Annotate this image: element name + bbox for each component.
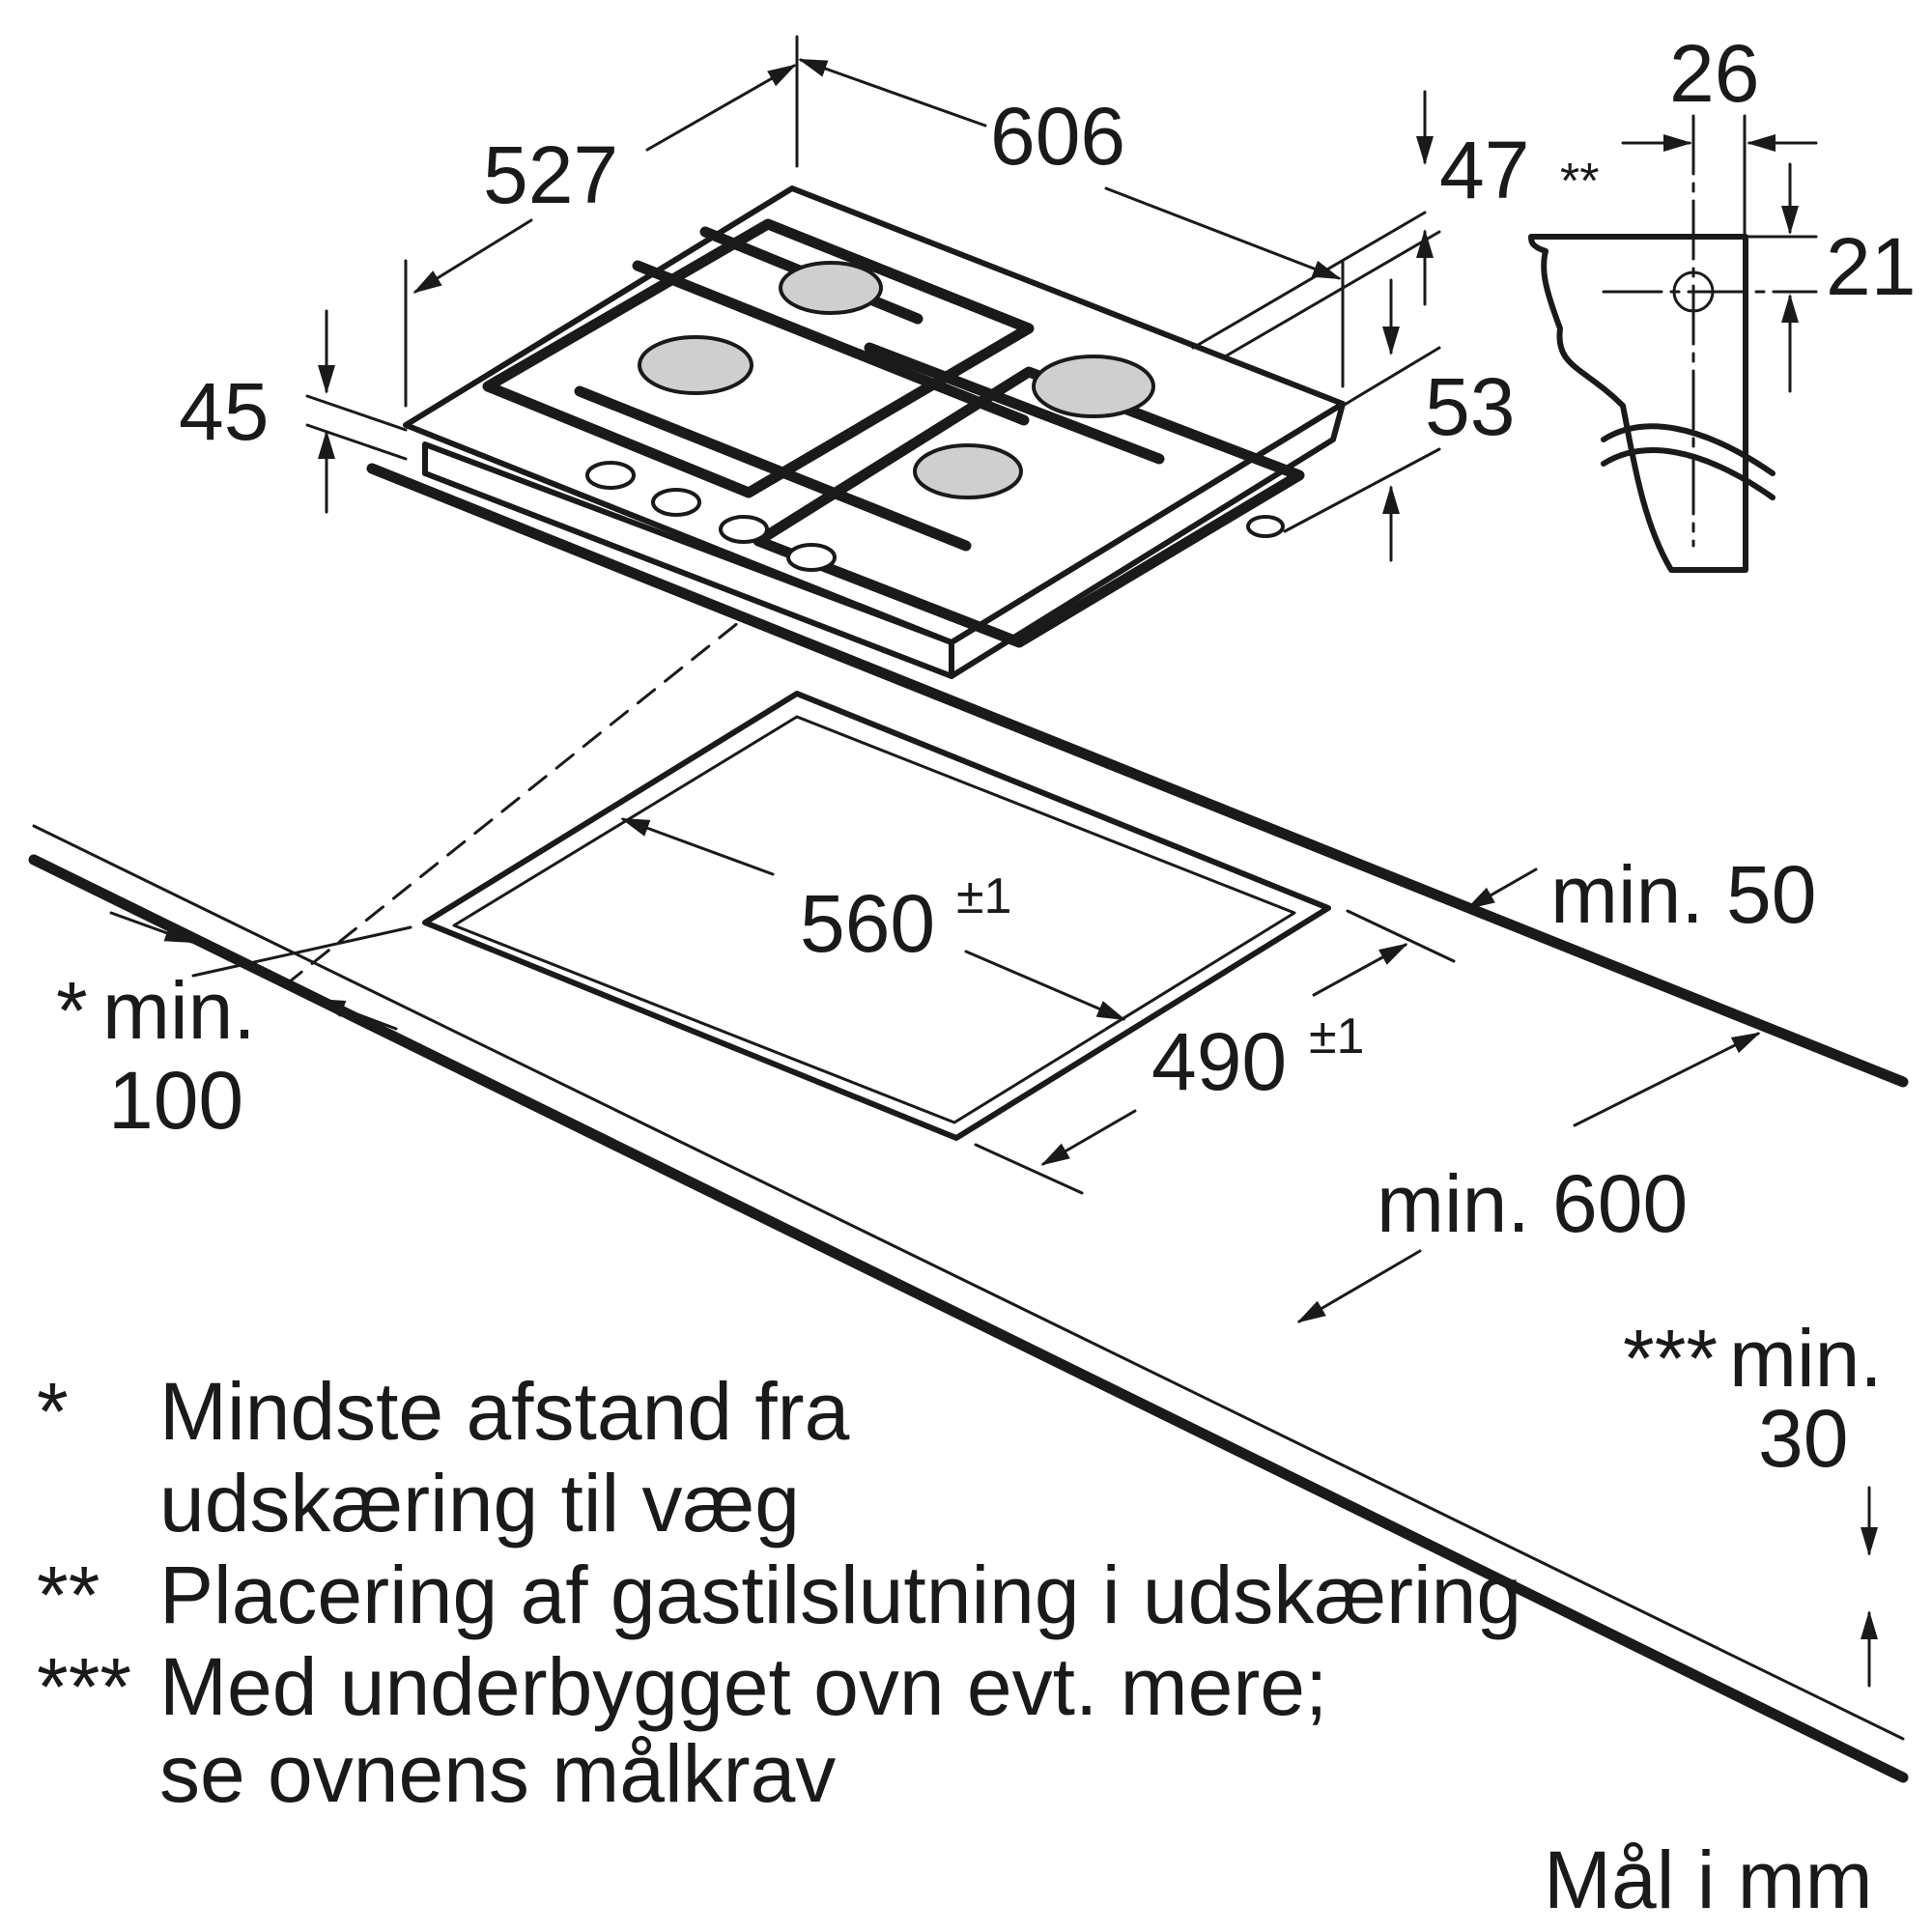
dimension-labels: 527 606 45 47 53 26 21 ** 560 ±1 490 ±1 … [56,28,1916,1484]
dim-arrow-606-left [798,58,987,128]
cutout-outer-edge [422,691,1331,1141]
hob-front-side [422,441,954,679]
min-wall-value: 100 [108,1055,243,1146]
dim-label-bottom-height: 53 [1425,361,1515,452]
note-line: Placering af gastilslutning i udskæring [159,1549,1521,1640]
min-wall-star: * [56,965,88,1056]
note-line: udskæring til væg [159,1458,800,1548]
dim-arrow-min50 [1465,867,1538,910]
cutout-inner-edge [452,715,1296,1124]
min-oven-stars: *** [1623,1313,1718,1404]
unit-note: Mål i mm [1544,1834,1873,1925]
gas-marker-label: ** [1560,154,1599,210]
burner-back-right [1032,355,1155,418]
extension-line [1283,447,1441,533]
grate-bar [864,342,1165,465]
extension-line [305,423,408,461]
note-line: Mindste afstand fra [159,1366,850,1457]
min-oven-value: 30 [1758,1393,1848,1484]
dim-arrow-min100-right [316,998,398,1031]
extension-line [305,394,408,432]
dim-label-grate-height: 47 [1439,125,1529,215]
dim-label-depth: 527 [483,129,618,220]
dim-label-cutout-depth-tol: ±1 [1309,1009,1364,1065]
note-line: Med underbygget ovn evt. mere; [159,1641,1327,1732]
extension-line [191,925,412,978]
dim-arrow-527-bottom [412,218,533,294]
dim-arrow-min600-bottom [1296,1249,1422,1323]
dim-arrow-527-top [645,64,797,152]
note-line: se ovnens målkrav [159,1728,836,1819]
dim-label-cutout-depth: 490 [1151,1016,1287,1107]
countertop-profile [1528,234,1748,573]
footnotes: * Mindste afstand fra udskæring til væg … [37,1366,1873,1925]
dim-label-min-front: min. 50 [1550,849,1816,940]
grate-bar [574,385,972,552]
gas-connection-point [1672,270,1715,313]
extension-line [1225,230,1441,357]
dim-arrow-490-bottom [1040,1109,1137,1166]
note-marker: *** [37,1641,131,1732]
dim-arrow-min600-top [1573,1032,1761,1127]
dim-label-min-counter: min. 600 [1377,1158,1688,1249]
dimension-lines [109,35,1878,1688]
dim-label-gas-y: 21 [1826,221,1916,312]
hob-right-side [949,401,1346,679]
knob-icon [651,488,701,517]
dim-arrow-606-right [1104,186,1342,280]
note-marker: * [37,1366,69,1457]
burner-front-right [913,443,1023,499]
profile-break-line [1601,447,1776,500]
projection-dashed-line [283,616,746,987]
knob-icon [786,543,837,572]
burner-back-left [779,261,883,315]
worktop-back-edge [366,463,1909,1088]
control-knobs [585,461,837,572]
gas-connector-icon [1246,515,1285,538]
note-marker: ** [37,1549,99,1640]
extension-line [974,1143,1084,1195]
dim-arrow-560-left [620,817,775,876]
min-oven-label: min. [1729,1313,1883,1404]
dim-label-cutout-width-tol: ±1 [956,868,1011,924]
hob [403,185,1346,679]
grate-bar [632,260,1030,426]
knob-icon [585,461,636,490]
dim-label-thickness: 45 [179,366,269,457]
dim-arrow-560-right [964,950,1126,1021]
extension-line [1341,346,1441,408]
dim-arrow-490-top [1312,943,1408,997]
dim-label-cutout-width: 560 [800,878,935,969]
min-wall-label: min. [102,965,256,1056]
extension-line [1191,211,1427,350]
profile-break-line [1601,423,1776,476]
dim-arrow-min100-left [109,911,194,944]
dim-label-width: 606 [990,91,1125,182]
gas-connection-detail [1528,114,1818,573]
grate-right [753,366,1305,648]
extension-line [1346,909,1456,963]
dim-label-gas-x: 26 [1669,28,1759,119]
worktop-front-edge-top [32,824,1905,1741]
burner-front-left [638,335,753,395]
cutout [422,691,1331,1141]
knob-icon [719,515,769,544]
